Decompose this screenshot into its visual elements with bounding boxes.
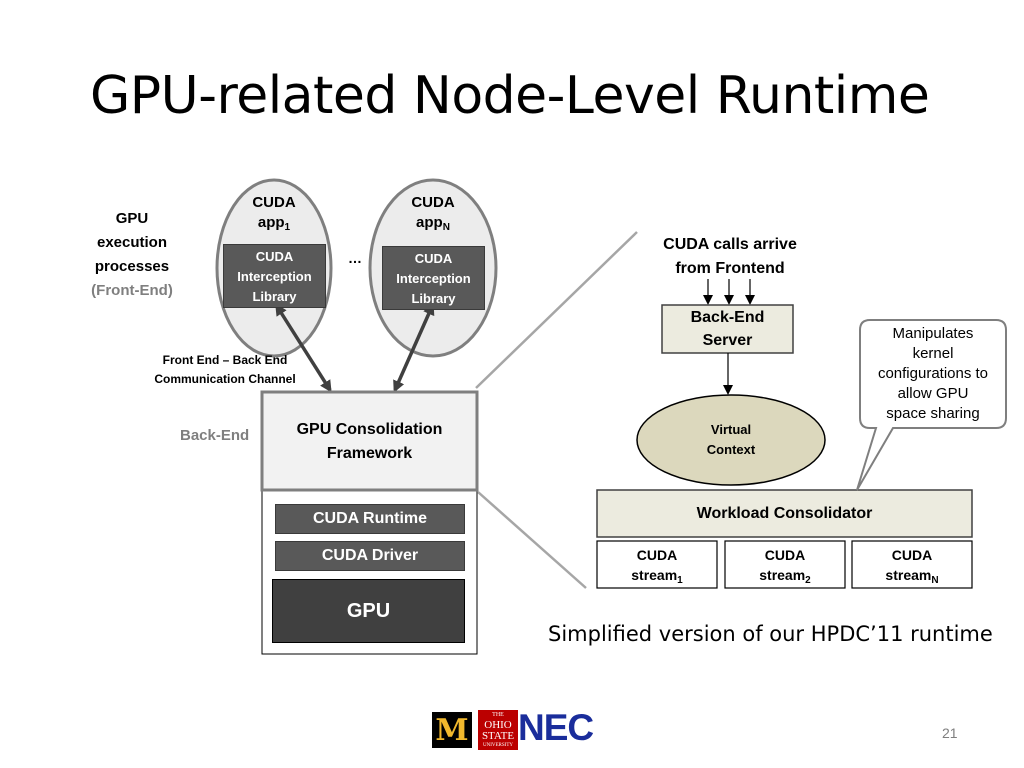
library-line: Interception	[237, 269, 312, 284]
virtual-context-ellipse	[636, 394, 826, 486]
slide-title: GPU-related Node-Level Runtime	[90, 66, 930, 126]
stream-name: stream1	[631, 567, 683, 586]
backend-label: Back-End	[180, 427, 250, 444]
callout-text: Manipulates kernel configurations to all…	[862, 324, 1004, 424]
server-label-line: Server	[702, 332, 753, 349]
stream-name: streamN	[885, 567, 939, 586]
framework-label-line: Framework	[326, 445, 413, 462]
server-label: Back-End Server	[662, 306, 793, 352]
channel-arrow-n	[393, 302, 435, 393]
framework-label: GPU Consolidation Framework	[264, 418, 475, 466]
framework-label-line: GPU Consolidation	[296, 421, 443, 438]
callout-bubble	[856, 319, 1007, 491]
consolidator-label: Workload Consolidator	[696, 504, 873, 522]
stream-box-1	[596, 540, 718, 589]
cuda-runtime-box: CUDA Runtime	[275, 504, 465, 534]
mu-logo: M	[435, 712, 469, 748]
stream-box-2	[724, 540, 846, 589]
mu-logo-bg	[432, 712, 472, 748]
appN-title: CUDA appN	[392, 193, 474, 238]
page-number: 21	[942, 725, 958, 741]
callout-line: allow GPU	[897, 385, 969, 402]
osu-logo-bg	[478, 710, 518, 750]
osu-line: THE	[492, 712, 504, 718]
osu-line: STATE	[481, 730, 515, 742]
stream-n: CUDA streamN	[852, 545, 972, 591]
stream-title: CUDA	[764, 547, 806, 563]
framework-box	[260, 390, 479, 492]
channel-arrow-1	[275, 303, 332, 393]
server-label-line: Back-End	[690, 309, 765, 326]
frontend-label: GPU execution processes (Front-End)	[72, 207, 192, 303]
calls-label-line: CUDA calls arrive	[663, 236, 797, 253]
stream-title: CUDA	[636, 547, 678, 563]
stream-1: CUDA stream1	[597, 545, 717, 591]
stream-title: CUDA	[891, 547, 933, 563]
frontend-label-line: (Front-End)	[91, 282, 173, 299]
appN-interception-library: CUDA Interception Library	[382, 246, 485, 310]
library-line: CUDA	[255, 249, 294, 264]
callout-line: configurations to	[877, 365, 989, 382]
callout-line: kernel	[912, 345, 954, 362]
app1-interception-library: CUDA Interception Library	[223, 244, 326, 308]
virtual-context-line: Context	[706, 442, 756, 457]
appN-name: appN	[416, 214, 450, 233]
nec-logo: NEC	[518, 707, 594, 748]
stream-2: CUDA stream2	[725, 545, 845, 591]
channel-label: Front End – Back End Communication Chann…	[135, 351, 315, 389]
channel-label-line: Communication Channel	[154, 372, 296, 386]
app1-title: CUDA app1	[234, 193, 314, 238]
appN-title-line: CUDA	[411, 194, 455, 211]
app1-name: app1	[257, 214, 291, 233]
library-line: Interception	[396, 271, 471, 286]
osu-line: OHIO	[484, 719, 512, 731]
osu-line: UNIVERSITY	[483, 743, 513, 748]
consolidator-box	[596, 489, 973, 538]
gpu-box: GPU	[272, 579, 465, 643]
library-line: CUDA	[414, 251, 453, 266]
virtual-context-line: Virtual	[710, 422, 752, 437]
frontend-label-line: processes	[94, 258, 170, 275]
stream-box-n	[851, 540, 973, 589]
osu-logo: THE OHIO STATE UNIVERSITY	[478, 711, 518, 749]
channel-label-line: Front End – Back End	[162, 353, 288, 367]
callout-line: space sharing	[886, 405, 980, 422]
frontend-label-line: execution	[96, 234, 168, 251]
calls-label-line: from Frontend	[675, 260, 785, 277]
calls-label: CUDA calls arrive from Frontend	[640, 233, 820, 281]
library-line: Library	[252, 289, 297, 304]
callout-line: Manipulates	[892, 325, 974, 342]
library-line: Library	[411, 291, 456, 306]
virtual-context-label: Virtual Context	[681, 420, 781, 460]
cuda-driver-box: CUDA Driver	[275, 541, 465, 571]
apps-ellipsis: …	[348, 250, 362, 266]
frontend-label-line: GPU	[115, 210, 149, 227]
caption: Simplified version of our HPDC’11 runtim…	[548, 622, 993, 646]
stream-name: stream2	[759, 567, 811, 586]
app1-title-line: CUDA	[252, 194, 296, 211]
